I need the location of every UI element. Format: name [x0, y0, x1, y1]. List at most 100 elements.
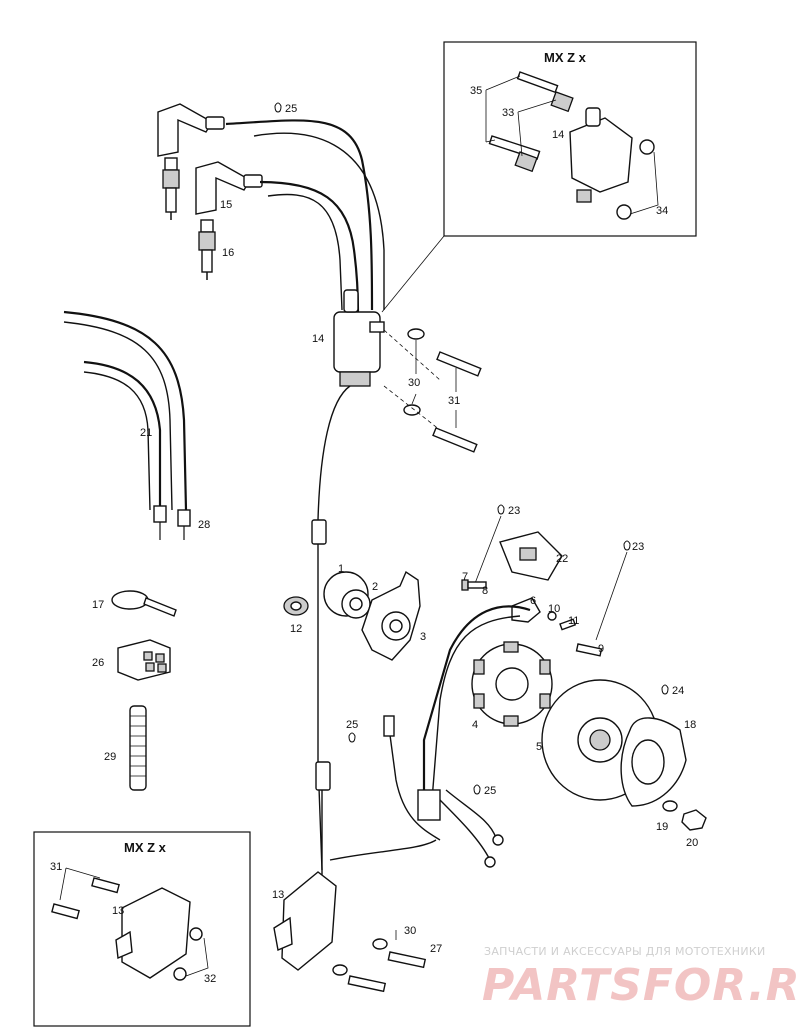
connector-housing	[117, 639, 171, 681]
stator-cover	[499, 531, 563, 581]
inset-ignition-coil	[569, 107, 655, 220]
high-tension-wire-1	[225, 119, 374, 311]
inset-bottom-label-31: 31	[50, 861, 62, 873]
magneto-harness-b	[431, 615, 521, 801]
callout-13: 13	[272, 889, 284, 901]
cable-tie	[111, 590, 177, 617]
inset-top-label-33: 33	[502, 107, 514, 119]
callout-30-upper: 30	[408, 377, 420, 389]
callout-18: 18	[684, 719, 696, 731]
callout-30-lower: 30	[404, 925, 416, 937]
ring-terminal-b	[492, 834, 504, 846]
coil-mount-hardware	[403, 328, 482, 453]
callout-23-right: 23	[632, 541, 644, 553]
nut-20	[681, 809, 707, 831]
callout-22: 22	[556, 553, 568, 565]
callout-17: 17	[92, 599, 104, 611]
callout-25-top: 25	[285, 103, 297, 115]
coil-lead-wire	[317, 385, 351, 871]
callout-8: 8	[482, 585, 488, 597]
callout-16: 16	[222, 247, 234, 259]
inset-bottom-mxzx: MX Z x 31 13 32	[33, 831, 251, 1027]
callout-11: 11	[568, 615, 579, 627]
inset-bolts	[488, 71, 574, 173]
inset-top-label-14: 14	[552, 129, 564, 141]
callout-21: 21	[140, 427, 152, 439]
callout-5: 5	[536, 741, 542, 753]
lead-connector-lower	[315, 761, 331, 791]
grommet	[283, 596, 309, 616]
spark-plug-lower	[198, 219, 216, 280]
coil-lead-connector	[311, 519, 327, 545]
magneto-harness-a	[422, 605, 531, 800]
lead-23-left	[473, 515, 502, 587]
ring-gear	[620, 717, 687, 807]
callout-23-left: 23	[508, 505, 520, 517]
callout-14: 14	[312, 333, 324, 345]
stator-plate	[361, 570, 421, 661]
washer-19	[662, 800, 678, 812]
inset-bottom-label-13: 13	[112, 905, 124, 917]
callout-25-mid: 25	[346, 719, 358, 731]
callout-20: 20	[686, 837, 698, 849]
callout-24: 24	[672, 685, 684, 697]
spark-plug-cap-lower	[195, 161, 263, 215]
callout-28: 28	[198, 519, 210, 531]
magneto-harness-c	[387, 719, 441, 841]
spiral-wrap	[129, 705, 147, 791]
cdi-mount-hardware	[332, 938, 427, 993]
callout-1: 1	[338, 563, 344, 575]
callout-29: 29	[104, 751, 116, 763]
spark-plug-upper	[162, 157, 180, 220]
inset-top-title: MX Z x	[544, 50, 587, 65]
callout-26: 26	[92, 657, 104, 669]
lock-washer-10	[547, 611, 557, 621]
lead-23-right	[595, 551, 628, 641]
callout-9: 9	[598, 643, 604, 655]
callout-12: 12	[290, 623, 302, 635]
spark-plug-cap-upper	[157, 103, 225, 157]
cdi-link-wire	[329, 839, 437, 861]
harness-wire-short	[83, 360, 162, 510]
callout-7: 7	[462, 571, 468, 583]
inset-bottom-label-32: 32	[204, 973, 216, 985]
magneto-junction	[417, 789, 441, 821]
harness-wire-long	[63, 310, 188, 511]
inset-top-label-34: 34	[656, 205, 668, 217]
oil-seal	[341, 589, 371, 619]
wire-outline-a	[253, 132, 385, 310]
callout-25-low: 25	[484, 785, 496, 797]
callout-31: 31	[448, 395, 460, 407]
cdi-module	[273, 871, 337, 971]
callout-2: 2	[372, 581, 378, 593]
ring-terminal-a	[484, 856, 496, 868]
harness-wire-long-b	[63, 321, 173, 511]
high-tension-wire-2	[259, 180, 360, 313]
watermark: ЗАПЧАСТИ И АКСЕССУАРЫ ДЛЯ МОТОТЕХНИКИ PA…	[482, 945, 800, 1011]
magneto-harness-e	[445, 789, 497, 839]
callout-10: 10	[548, 603, 560, 615]
screw-7-8	[461, 579, 487, 591]
inset-top-leader	[381, 235, 445, 313]
watermark-caption: ЗАПЧАСТИ И АКСЕССУАРЫ ДЛЯ МОТОТЕХНИКИ	[484, 945, 766, 958]
inset-top-mxzx: MX Z x 35 33 14 34	[443, 41, 697, 237]
callout-19: 19	[656, 821, 668, 833]
callout-4: 4	[472, 719, 478, 731]
callout-6: 6	[530, 595, 536, 607]
o-ring	[323, 571, 369, 617]
magneto-connector	[383, 715, 395, 737]
harness-wire-short-b	[83, 371, 151, 511]
wire-terminal-a	[153, 505, 167, 523]
stator-windings	[471, 641, 553, 727]
screw-11	[559, 618, 577, 631]
lead-30-top	[411, 340, 417, 405]
callout-15: 15	[220, 199, 232, 211]
callout-3: 3	[420, 631, 426, 643]
wire-terminal-b	[177, 509, 191, 527]
callout-27: 27	[430, 943, 442, 955]
magneto-harness-d	[439, 799, 491, 861]
coil-hardware-dashes	[383, 329, 441, 431]
inset-top-label-35: 35	[470, 85, 482, 97]
wire-outline-b	[267, 193, 343, 311]
